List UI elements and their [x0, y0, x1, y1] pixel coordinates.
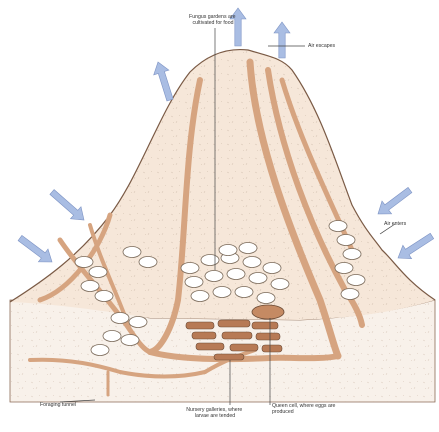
fungus-garden-cell — [243, 257, 261, 268]
fungus-garden-cell — [205, 271, 223, 282]
fungus-garden-cell — [263, 263, 281, 274]
fungus-garden-cell — [329, 221, 347, 232]
fungus-garden-cell — [89, 267, 107, 278]
fungus-garden-cell — [185, 277, 203, 288]
air-arrow — [378, 187, 412, 214]
air-arrow — [50, 190, 84, 220]
fungus-garden-cell — [235, 287, 253, 298]
fungus-garden-cell — [111, 313, 129, 324]
air-arrow — [398, 233, 434, 258]
air-arrow — [18, 235, 52, 262]
fungus-garden-cell — [129, 317, 147, 328]
fungus-garden-cell — [249, 273, 267, 284]
fungus-garden-cell — [181, 263, 199, 274]
fungus-garden-cell — [81, 281, 99, 292]
queen-cell — [252, 305, 284, 319]
fungus-garden-cell — [103, 331, 121, 342]
fungus-garden-cell — [75, 257, 93, 268]
air-arrow — [154, 62, 173, 101]
fungus-garden-cell — [191, 291, 209, 302]
fungus-garden-cell — [201, 255, 219, 266]
label-nursery-galleries: Nursery galleries, where larvae are tend… — [186, 407, 243, 419]
label-fungus-gardens: Fungus gardens are cultivated for food — [189, 14, 237, 26]
label-foraging-tunnel: Foraging tunnel — [40, 402, 76, 408]
fungus-garden-cell — [227, 269, 245, 280]
fungus-garden-cell — [91, 345, 109, 356]
fungus-garden-cell — [239, 243, 257, 254]
fungus-garden-cell — [341, 289, 359, 300]
fungus-garden-cell — [257, 293, 275, 304]
fungus-garden-cell — [219, 245, 237, 256]
fungus-garden-cell — [337, 235, 355, 246]
fungus-garden-cell — [121, 335, 139, 346]
fungus-garden-cell — [335, 263, 353, 274]
fungus-garden-cell — [123, 247, 141, 258]
fungus-garden-cell — [343, 249, 361, 260]
label-air-escapes: Air escapes — [308, 43, 336, 49]
fungus-garden-cell — [213, 287, 231, 298]
fungus-garden-cell — [271, 279, 289, 290]
label-air-enters: Air enters — [384, 221, 407, 227]
air-arrow — [274, 22, 290, 58]
fungus-garden-cell — [139, 257, 157, 268]
label-queen-cell: Queen cell, where eggs are produced — [272, 403, 337, 415]
fungus-garden-cell — [95, 291, 113, 302]
fungus-garden-cell — [347, 275, 365, 286]
